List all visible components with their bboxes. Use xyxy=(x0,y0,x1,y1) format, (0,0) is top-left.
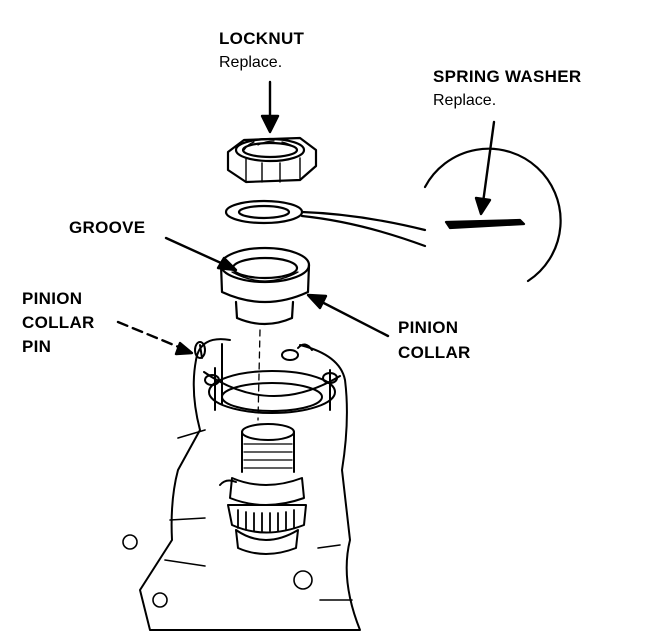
pinion-collar-label-line1: PINION xyxy=(398,318,459,337)
locknut-label: LOCKNUT xyxy=(219,29,305,48)
pinion-collar-part xyxy=(219,246,311,326)
spring-washer-leader xyxy=(480,120,496,212)
pinion-collar-label-line2: COLLAR xyxy=(398,343,471,362)
pinion-collar-leader xyxy=(312,296,390,338)
spring-washer-note: Replace. xyxy=(433,92,497,109)
pinion-collar-pin-leader xyxy=(116,320,188,352)
spring-washer-part xyxy=(224,199,304,225)
pinion-collar-pin-label-line1: PINION xyxy=(22,289,83,308)
pinion-collar-pin-label-line2: COLLAR xyxy=(22,313,95,332)
washer-detail-circle xyxy=(300,147,562,283)
casting-details xyxy=(122,429,353,608)
pinion-collar-pin-label-line3: PIN xyxy=(22,337,52,356)
leader-lines xyxy=(116,80,496,356)
pinion-shaft xyxy=(219,423,307,555)
locknut-note: Replace. xyxy=(219,54,283,71)
spring-washer-label: SPRING WASHER xyxy=(433,67,582,86)
groove-label: GROOVE xyxy=(69,218,146,237)
transmission-housing xyxy=(139,329,361,631)
locknut-part xyxy=(226,136,318,184)
